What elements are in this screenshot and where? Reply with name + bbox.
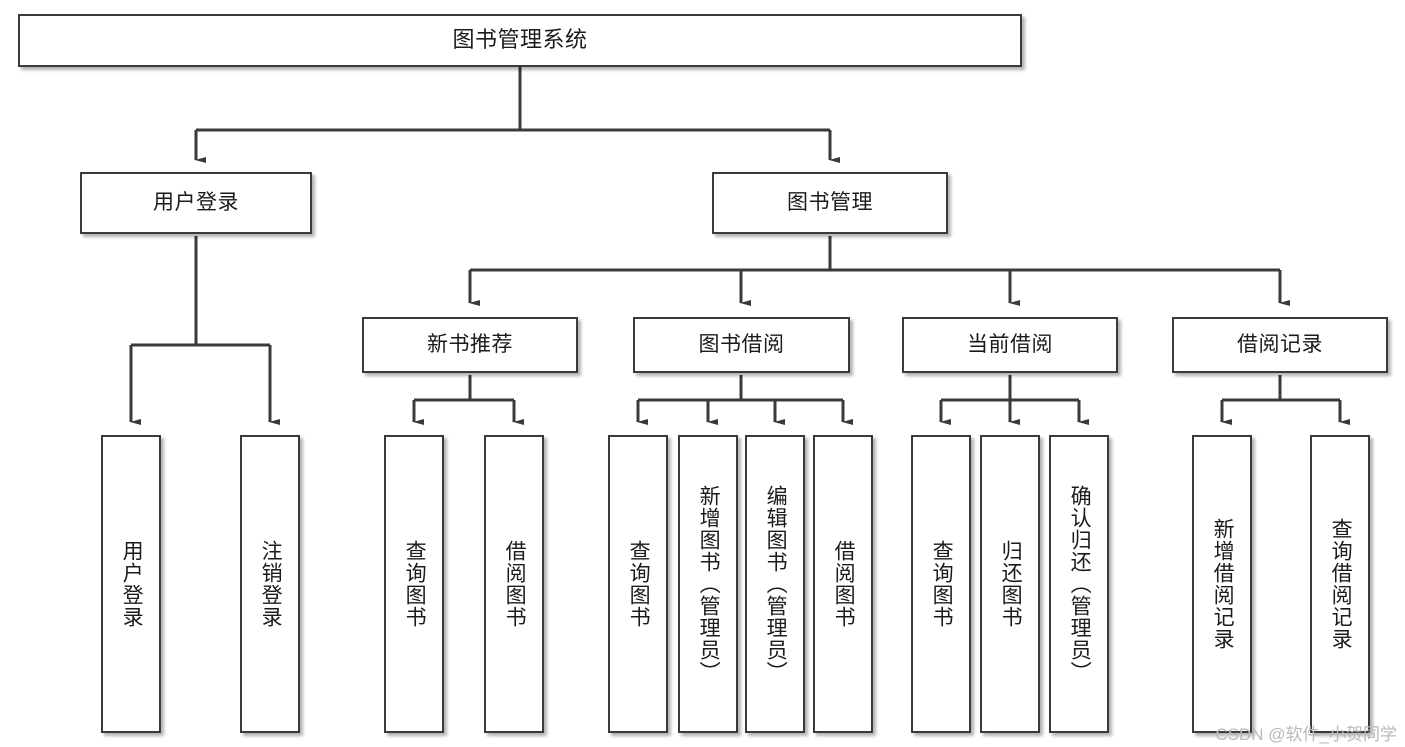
node-label: 借阅图书 bbox=[832, 540, 856, 628]
leaf-add-book[interactable]: 新增图书（管理员） bbox=[678, 435, 738, 733]
node-label: 查询图书 bbox=[627, 540, 651, 628]
node-label: 借阅图书 bbox=[503, 540, 527, 628]
leaf-user-login[interactable]: 用户登录 bbox=[101, 435, 161, 733]
node-label: 新增借阅记录 bbox=[1211, 518, 1235, 650]
node-borrow-record[interactable]: 借阅记录 bbox=[1172, 317, 1388, 373]
node-label: 图书管理 bbox=[787, 191, 873, 215]
node-label: 归还图书 bbox=[999, 540, 1023, 628]
node-label: 图书管理系统 bbox=[452, 27, 588, 53]
leaf-add-borrow-record[interactable]: 新增借阅记录 bbox=[1192, 435, 1252, 733]
node-label: 查询图书 bbox=[403, 540, 427, 628]
node-root-book-management-system[interactable]: 图书管理系统 bbox=[18, 14, 1022, 67]
node-user-login[interactable]: 用户登录 bbox=[80, 172, 312, 234]
node-label: 确认归还（管理员） bbox=[1068, 485, 1092, 683]
node-current-borrow[interactable]: 当前借阅 bbox=[902, 317, 1118, 373]
node-label: 用户登录 bbox=[120, 540, 144, 628]
leaf-borrow-book-recommend[interactable]: 借阅图书 bbox=[484, 435, 544, 733]
node-book-borrow[interactable]: 图书借阅 bbox=[633, 317, 850, 373]
leaf-confirm-return[interactable]: 确认归还（管理员） bbox=[1049, 435, 1109, 733]
leaf-query-book-recommend[interactable]: 查询图书 bbox=[384, 435, 444, 733]
node-label: 编辑图书（管理员） bbox=[764, 485, 788, 683]
leaf-borrow-book[interactable]: 借阅图书 bbox=[813, 435, 873, 733]
node-label: 查询借阅记录 bbox=[1329, 518, 1353, 650]
node-label: 用户登录 bbox=[153, 191, 239, 215]
leaf-query-book-borrow[interactable]: 查询图书 bbox=[608, 435, 668, 733]
leaf-edit-book[interactable]: 编辑图书（管理员） bbox=[745, 435, 805, 733]
node-label: 当前借阅 bbox=[967, 333, 1053, 357]
node-label: 新书推荐 bbox=[427, 333, 513, 357]
leaf-query-borrow-record[interactable]: 查询借阅记录 bbox=[1310, 435, 1370, 733]
leaf-logout[interactable]: 注销登录 bbox=[240, 435, 300, 733]
leaf-query-book-current[interactable]: 查询图书 bbox=[911, 435, 971, 733]
node-new-book-recommend[interactable]: 新书推荐 bbox=[362, 317, 578, 373]
node-label: 注销登录 bbox=[259, 540, 283, 628]
leaf-return-book[interactable]: 归还图书 bbox=[980, 435, 1040, 733]
node-book-management[interactable]: 图书管理 bbox=[712, 172, 948, 234]
node-label: 图书借阅 bbox=[698, 333, 785, 357]
node-label: 查询图书 bbox=[930, 540, 954, 628]
node-label: 新增图书（管理员） bbox=[697, 485, 721, 683]
node-label: 借阅记录 bbox=[1237, 333, 1323, 357]
